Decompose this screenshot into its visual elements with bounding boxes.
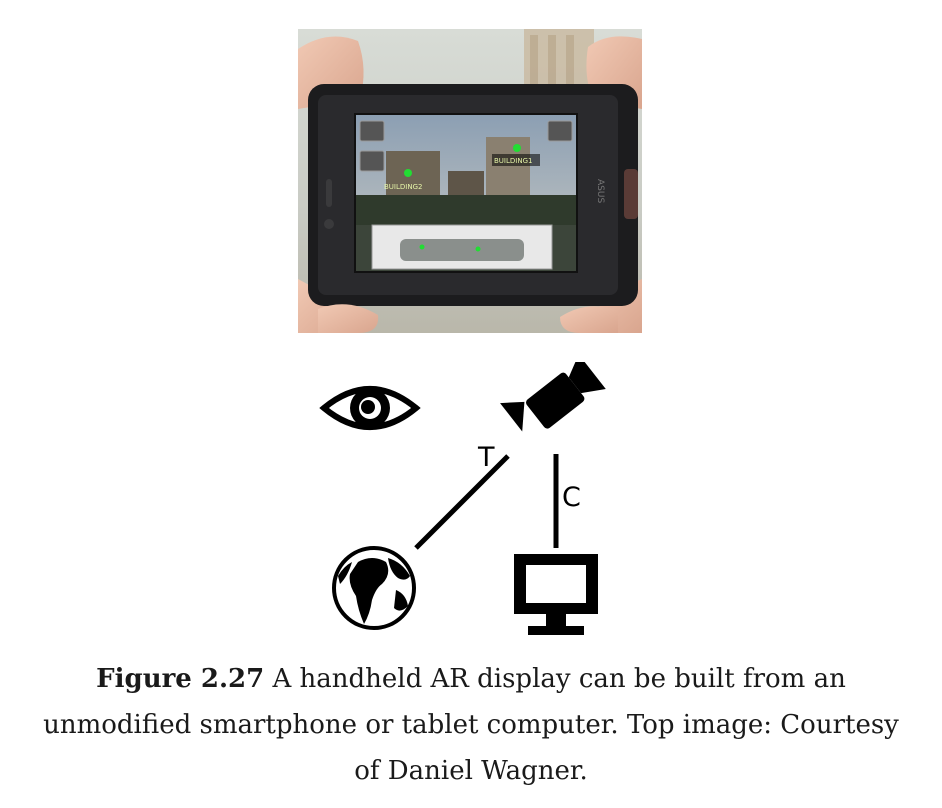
globe-icon [332,546,416,630]
link-line-t [414,454,510,550]
brand-label: ASUS [595,179,605,203]
building2-label: BUILDING2 [384,183,422,191]
handheld-ar-photo: BUILDING1 BUILDING2 ASUS [298,29,642,333]
eye-icon [319,386,421,430]
figure-label: Figure 2.27 [96,664,265,694]
ar-diagram: T C [318,354,628,644]
building1-label: BUILDING1 [494,157,532,165]
monitor-icon [514,554,598,635]
caption-text: A handheld AR display can be built from … [43,664,899,786]
video-camera-icon [500,354,606,432]
figure-caption: Figure 2.27 A handheld AR display can be… [40,656,902,794]
link-label-c: C [562,482,581,513]
link-label-t: T [477,442,495,473]
